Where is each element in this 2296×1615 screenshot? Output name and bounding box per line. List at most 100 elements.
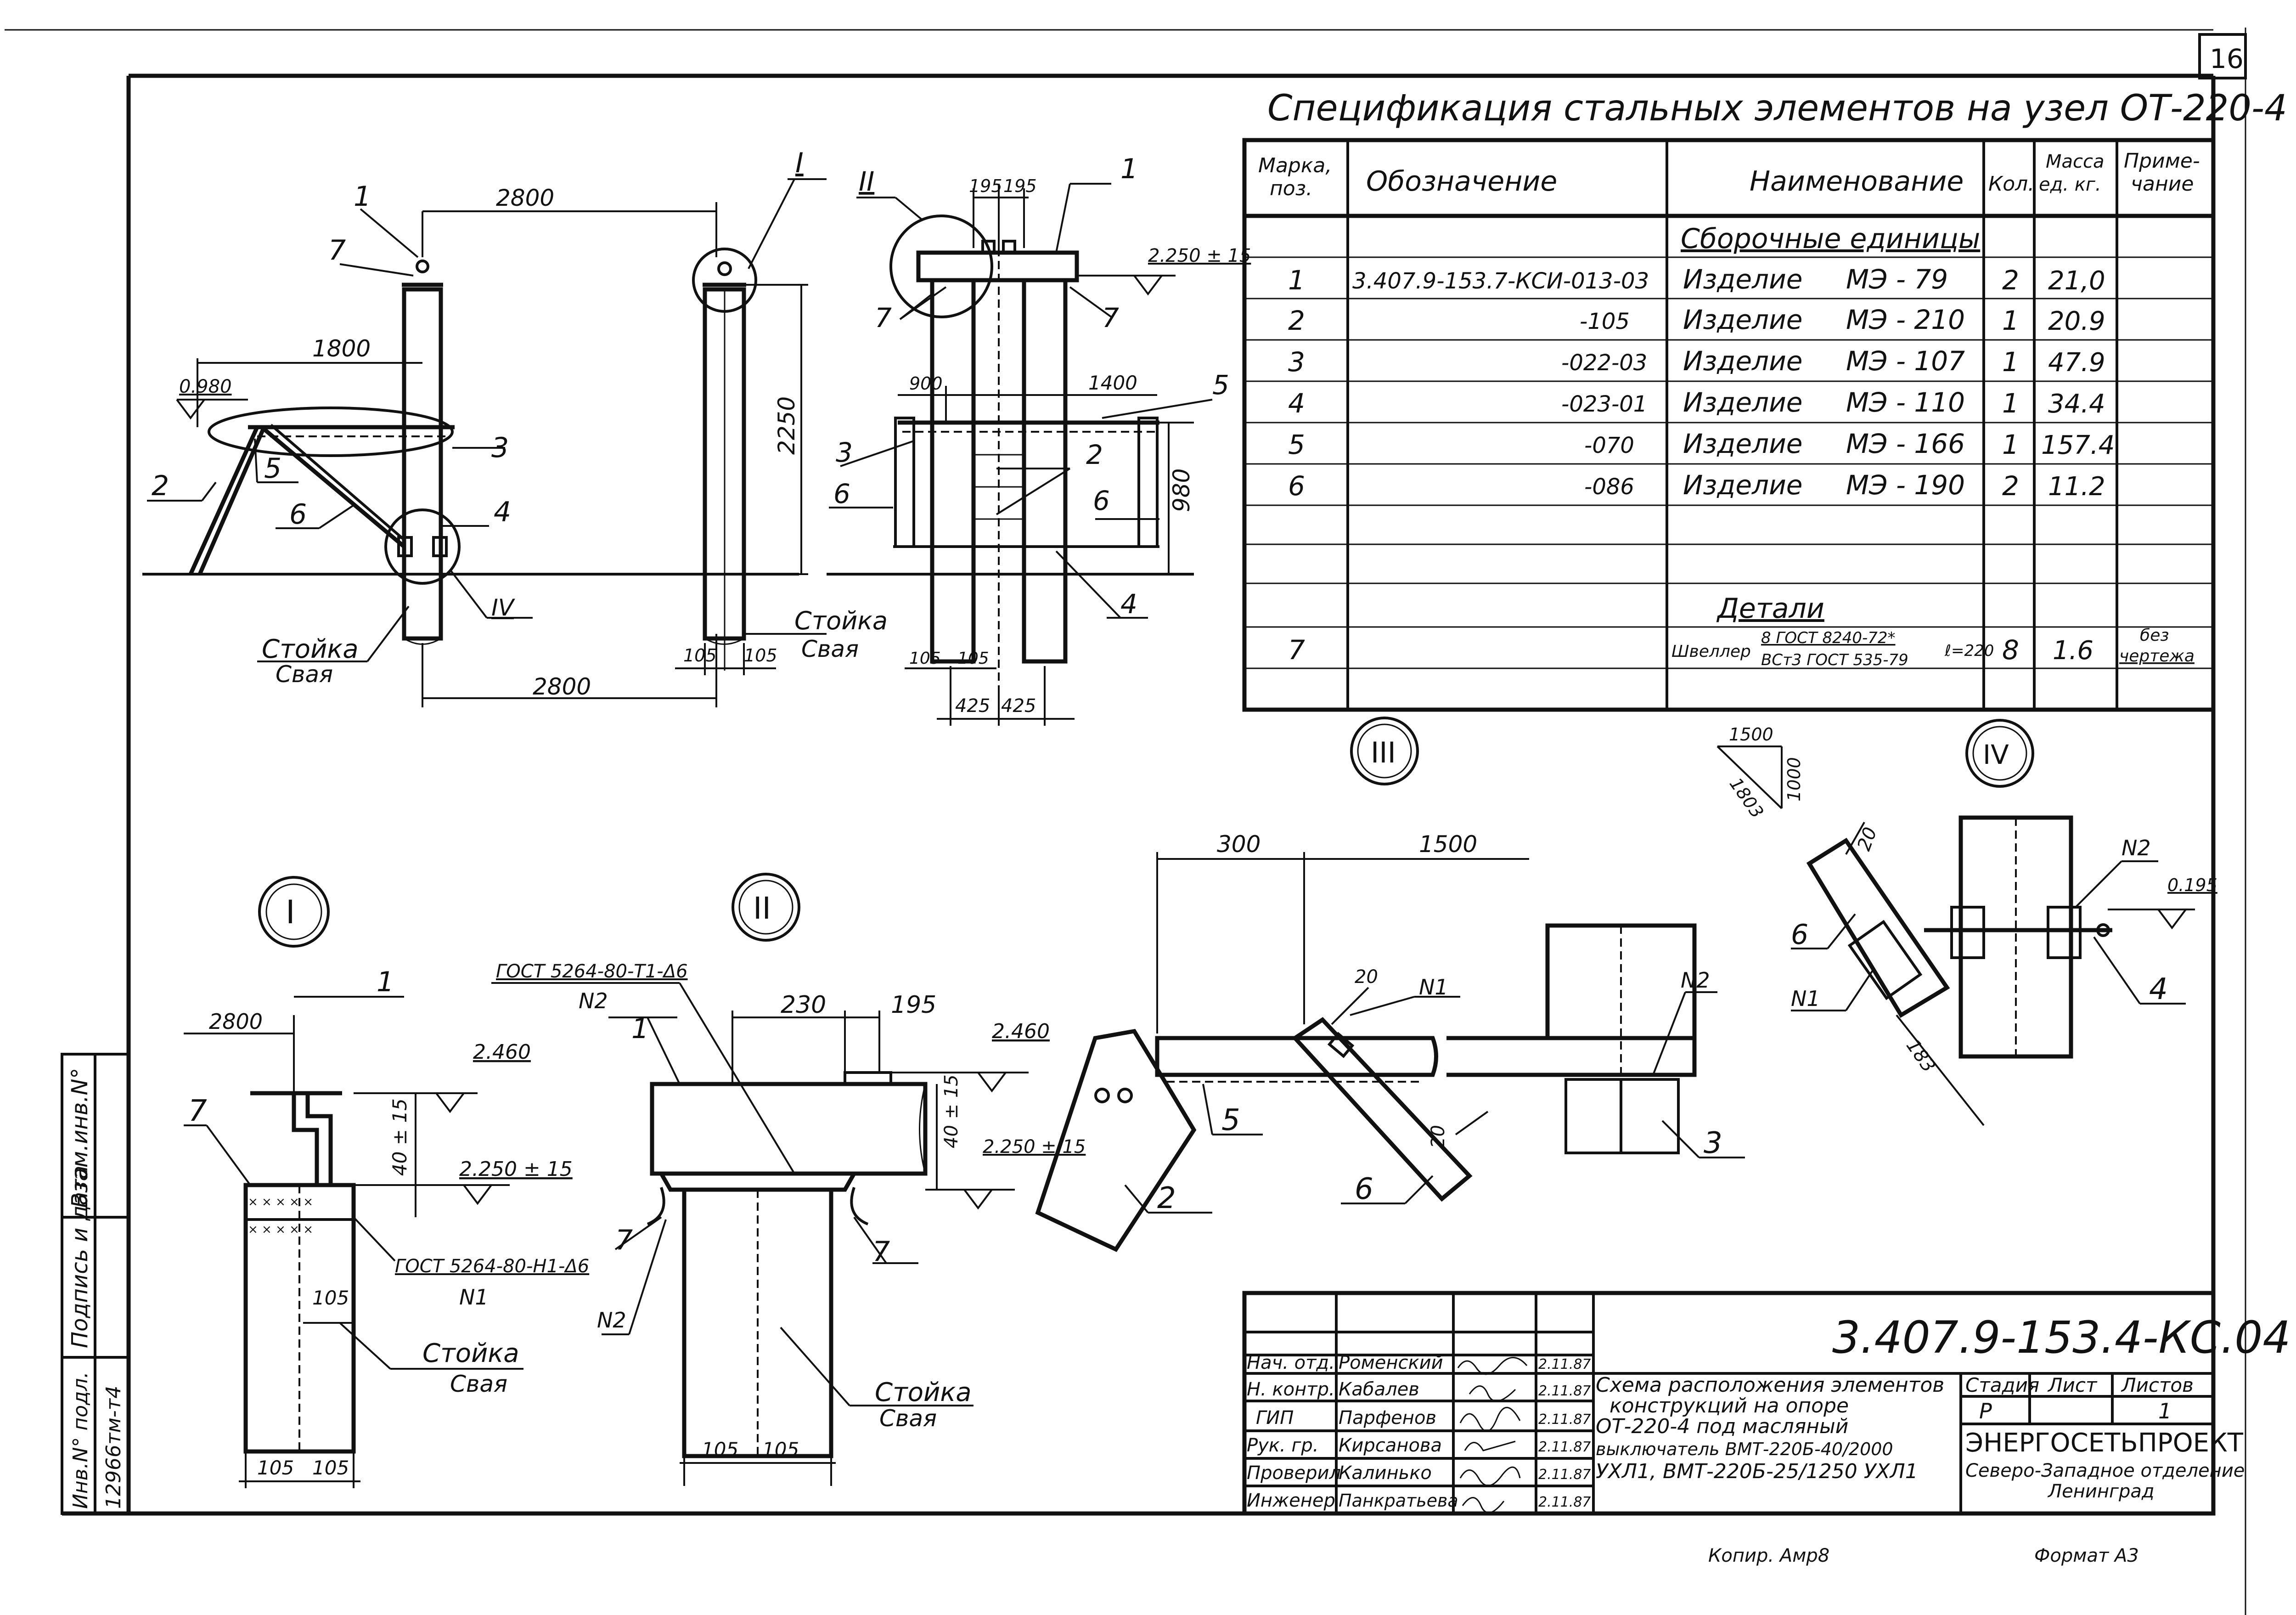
detail-iv-dim-d: 20 xyxy=(1853,824,1881,854)
front-callout-4: 4 xyxy=(1120,588,1137,620)
row4-mass: 34.4 xyxy=(2048,389,2105,419)
side-label-svaya: Свая xyxy=(276,661,333,688)
pole-callout-i: I xyxy=(795,147,804,179)
row6-name: Изделие xyxy=(1683,469,1802,501)
strip-label-inv: Инв.N° подл. xyxy=(69,1372,92,1509)
stamp-sheets: 1 xyxy=(2158,1399,2172,1423)
col-note-1: Приме- xyxy=(2124,149,2200,173)
copy-mark: Копир. Амр8 xyxy=(1708,1545,1829,1566)
detail-ii-w1: 105 xyxy=(702,1438,738,1461)
detail-iii-dim-b: 1500 xyxy=(1419,831,1477,858)
stamp-org-2: Ленинград xyxy=(2047,1481,2155,1502)
stamp-stage: Р xyxy=(1979,1399,1992,1423)
detail-ii-svaya: Свая xyxy=(879,1405,937,1432)
stamp-sign-0 xyxy=(1457,1357,1528,1375)
detail-iii-callout-5: 5 xyxy=(1221,1103,1240,1137)
stamp-name-1: Кабалев xyxy=(1339,1379,1419,1400)
stamp-date-1: 2.11.87 xyxy=(1538,1383,1591,1399)
row6-mass: 11.2 xyxy=(2048,472,2105,502)
row1-designation: 3.407.9-153.7-КСИ-013-03 xyxy=(1352,268,1649,294)
stamp-date-2: 2.11.87 xyxy=(1538,1412,1591,1428)
front-dim-d1: 195 xyxy=(969,176,1002,196)
row3-designation: -022-03 xyxy=(1561,350,1647,376)
stamp-role-1: Н. контр. xyxy=(1247,1379,1335,1400)
side-callout-2: 2 xyxy=(152,470,169,502)
side-callout-5: 5 xyxy=(264,452,281,485)
stamp-desc-4: УХЛ1, ВМТ-220Б-25/1250 УХЛ1 xyxy=(1596,1460,1918,1483)
detail-i-dim-mid: 105 xyxy=(312,1287,349,1309)
front-callout-ii: II xyxy=(859,166,874,197)
strip-label-sign: Подпись и дата xyxy=(67,1165,93,1348)
detail-i-dim-top: 2800 xyxy=(209,1009,263,1034)
side-callout-7: 7 xyxy=(328,234,346,266)
detail-i-svaya: Свая xyxy=(450,1371,507,1397)
row2-mark: 2 xyxy=(1288,305,1305,336)
row3-qty: 1 xyxy=(2002,346,2019,378)
row4-qty: 1 xyxy=(2002,388,2019,419)
side-callout-4: 4 xyxy=(494,496,511,528)
side-callout-1: 1 xyxy=(354,181,371,213)
row3-mark: 3 xyxy=(1288,346,1305,378)
stamp-date-3: 2.11.87 xyxy=(1538,1439,1591,1455)
front-callout-7a: 7 xyxy=(875,302,892,333)
side-callout-6: 6 xyxy=(289,498,307,531)
detail-ii-weld-n: N2 xyxy=(579,988,608,1013)
row2-designation: -105 xyxy=(1580,309,1630,334)
row1-name: Изделие xyxy=(1683,264,1802,295)
detail-iii-n1: N1 xyxy=(1419,975,1448,999)
detail-iii-dim-a: 300 xyxy=(1217,831,1261,858)
row3-code: МЭ - 107 xyxy=(1846,345,1965,377)
row5-code: МЭ - 166 xyxy=(1846,428,1965,459)
pole-label-svaya: Свая xyxy=(801,636,859,662)
detail-gost-bottom: ВСт3 ГОСТ 535-79 xyxy=(1761,651,1908,669)
stamp-name-4: Калинько xyxy=(1339,1463,1432,1484)
side-dim-top: 2800 xyxy=(496,185,554,211)
row6-designation: -086 xyxy=(1584,474,1634,500)
pole-dim-height: 2250 xyxy=(773,396,800,455)
detail-i-w2: 105 xyxy=(312,1457,349,1479)
row2-qty: 1 xyxy=(2002,305,2019,336)
detail-iv-callout-4: 4 xyxy=(2149,972,2168,1006)
stamp-name-3: Кирсанова xyxy=(1339,1435,1442,1456)
stamp-date-5: 2.11.87 xyxy=(1538,1494,1591,1510)
detail-i-roman: I xyxy=(286,893,295,931)
col-mass-2: ед. кг. xyxy=(2039,174,2101,195)
stamp-sign-4 xyxy=(1459,1466,1521,1486)
stamp-desc-2: ОТ-220-4 под масляный xyxy=(1596,1415,1848,1438)
detail-ii-dim-a: 230 xyxy=(781,991,826,1019)
stamp-role-5: Инженер xyxy=(1247,1490,1335,1511)
stamp-role-2: ГИП xyxy=(1256,1407,1294,1429)
spec-table: Спецификация стальных элементов на узел … xyxy=(1242,88,2287,712)
front-dim-w4: 425 xyxy=(1001,695,1036,717)
front-callout-1: 1 xyxy=(1120,153,1138,185)
side-view: 2800 1800 2800 0.980 1 7 2 5 6 3 4 IV Ст… xyxy=(142,181,799,707)
detail-iv-dim-b: 1000 xyxy=(1784,757,1804,802)
front-dim-d4: 1400 xyxy=(1088,372,1137,394)
detail-qty: 8 xyxy=(2002,634,2019,666)
detail-i-weld-n: N1 xyxy=(459,1285,489,1310)
detail-iii-roman: III xyxy=(1371,736,1396,769)
stamp-role-4: Проверил xyxy=(1247,1463,1341,1484)
detail-iv-callout-6: 6 xyxy=(1791,919,1808,951)
detail-i-weld: ГОСТ 5264-80-Н1-Δ6 xyxy=(395,1256,589,1277)
col-mark-1: Марка, xyxy=(1258,154,1332,177)
stamp-name-2: Парфенов xyxy=(1339,1407,1436,1429)
stamp-sign-3 xyxy=(1464,1440,1516,1451)
detail-iv-dim-e: 183 xyxy=(1902,1035,1939,1076)
stamp-date-4: 2.11.87 xyxy=(1538,1467,1591,1483)
strip-label-replace: Взам.инв.N° xyxy=(67,1068,93,1208)
detail-iv: IV 1500 1000 1803 20 183 N2 0.195 6 N1 4 xyxy=(1716,719,2217,1126)
row2-name: Изделие xyxy=(1683,304,1802,335)
detail-iii-callout-2: 2 xyxy=(1157,1181,1176,1215)
detail-i-gap: 40 ± 15 xyxy=(388,1098,411,1176)
detail-iii-callout-6: 6 xyxy=(1355,1172,1373,1206)
detail-length: ℓ=220 xyxy=(1944,642,1994,660)
detail-name: Швеллер xyxy=(1671,642,1751,661)
front-callout-6a: 6 xyxy=(833,478,850,509)
row5-mass: 157.4 xyxy=(2041,430,2115,460)
detail-note-2: чертежа xyxy=(2119,647,2195,666)
side-dim-mid: 1800 xyxy=(312,335,371,362)
col-qty: Кол. xyxy=(1988,172,2034,196)
detail-iii-callout-3: 3 xyxy=(1704,1126,1722,1160)
detail-ii-callout-n2: N2 xyxy=(597,1308,626,1333)
